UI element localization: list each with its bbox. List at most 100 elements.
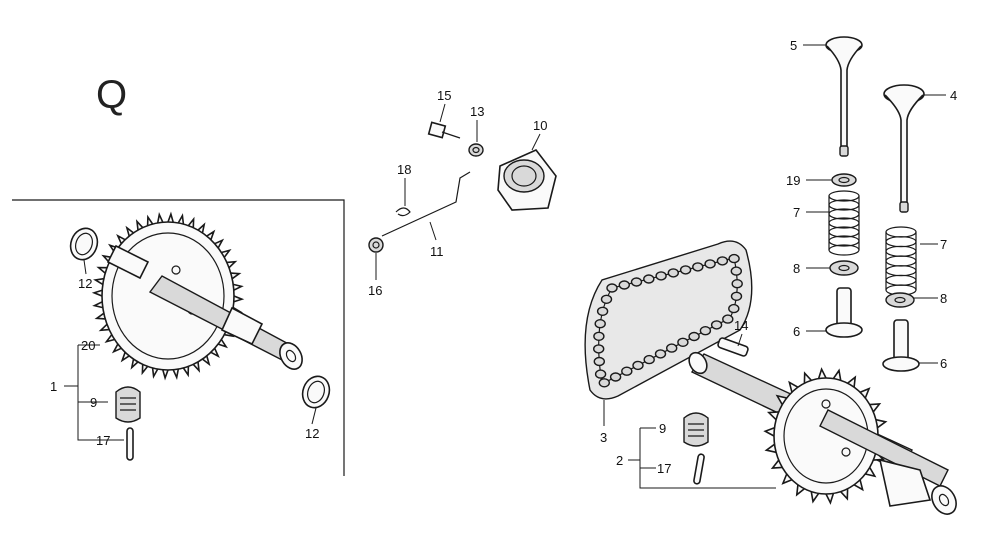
callout-17-left: 17 [96,433,110,448]
camshaft-front-stub [106,244,150,280]
assembly-2-bracket [628,427,776,489]
washer-12-lower [301,375,331,409]
valve-guide-6-right [882,319,920,372]
cam-lobe [220,306,264,346]
callout-10: 10 [533,118,547,133]
cam-chain-3 [584,240,753,400]
callout-11: 11 [430,244,444,259]
callout-19: 19 [786,173,800,188]
cam-gear-teeth [91,211,245,381]
callout-1: 1 [50,379,57,394]
chain-link [730,291,743,301]
chain-link [667,268,679,278]
callout-8-left: 8 [793,261,800,276]
leader-lines [83,44,946,426]
chain-link [666,343,678,353]
callout-12-lower: 12 [305,426,319,441]
spring-outline [885,232,917,290]
chain-link [594,319,606,329]
chain-link [704,259,716,269]
chain-link [593,331,605,341]
chain-link [677,337,689,347]
chain-link [716,256,729,266]
washer-12-upper [69,227,99,261]
camshaft-end [279,342,303,370]
chain-link [728,303,740,314]
chain-link [593,356,605,367]
chain-links [593,253,743,388]
gear-tooth-ring [91,211,245,381]
assembly-1-bracket [64,344,124,441]
section-letter: Q [96,73,127,117]
callout-17-right: 17 [657,461,671,476]
governor-weight-9-right [683,412,709,447]
callout-6-right: 6 [940,356,947,371]
chain-link [594,369,607,379]
chain-link [731,279,743,289]
callout-14: 14 [734,318,748,333]
chain-link [722,314,734,324]
crankshaft-end-bore [938,493,950,507]
spring-coil [885,265,917,277]
governor-holder-10 [497,149,557,211]
valve-5 [825,36,863,157]
chain-link [728,253,740,264]
spring-coil [885,226,917,238]
callout-15: 15 [437,88,451,103]
callout-8-right: 8 [940,291,947,306]
chain-link [600,294,613,304]
chain-link [710,320,723,330]
callout-2: 2 [616,453,623,468]
key-14 [717,337,749,357]
crankshaft-counterweight [878,458,932,507]
spring-coil [885,255,917,267]
cam-gear-inner-rim [111,232,225,360]
chain-link [593,344,605,354]
callout-13: 13 [470,104,484,119]
crankshaft-front-end [688,351,708,375]
clip-18 [395,207,411,217]
sprocket-hole-2 [841,447,851,457]
valve-4 [883,84,925,213]
nut-13 [468,143,484,157]
camshaft-end-bore [285,349,297,363]
callout-9-left: 9 [90,395,97,410]
chain-link [598,378,610,388]
retainer-8-left [829,260,859,276]
callout-7-left: 7 [793,205,800,220]
chain-link [596,306,609,316]
crankshaft-end [931,485,957,515]
spring-coil [885,245,917,257]
governor-arm-11 [381,171,471,237]
valve-spring-7-right [885,226,917,296]
spring-outline [828,196,860,250]
pin-17-left [126,427,134,461]
valve-spring-7-left [828,190,860,256]
assembly-frame [12,199,345,476]
callout-4: 4 [950,88,957,103]
callout-9-right: 9 [659,421,666,436]
chain-link [654,349,667,359]
chain-link [655,271,667,281]
chain-link [618,280,630,290]
governor-weight-9-left [115,386,141,423]
callout-20: 20 [81,338,95,353]
chain-link [679,265,692,275]
callout-7-right: 7 [940,237,947,252]
retainer-19 [831,173,857,187]
pin-17-right [693,453,705,485]
sprocket-hole-1 [821,399,831,409]
gear-hole-1 [171,265,181,275]
callout-labels: 1 2 3 4 5 6 6 7 7 8 8 9 9 10 11 12 12 13… [50,38,957,476]
chain-link [606,283,618,293]
bolt-15 [427,121,461,139]
washer-16 [368,237,384,253]
chain-link [730,266,742,276]
callout-6-left: 6 [793,324,800,339]
chain-link [630,277,643,287]
valve-guide-6-left [825,287,863,338]
callout-3: 3 [600,430,607,445]
chain-link [609,372,622,382]
